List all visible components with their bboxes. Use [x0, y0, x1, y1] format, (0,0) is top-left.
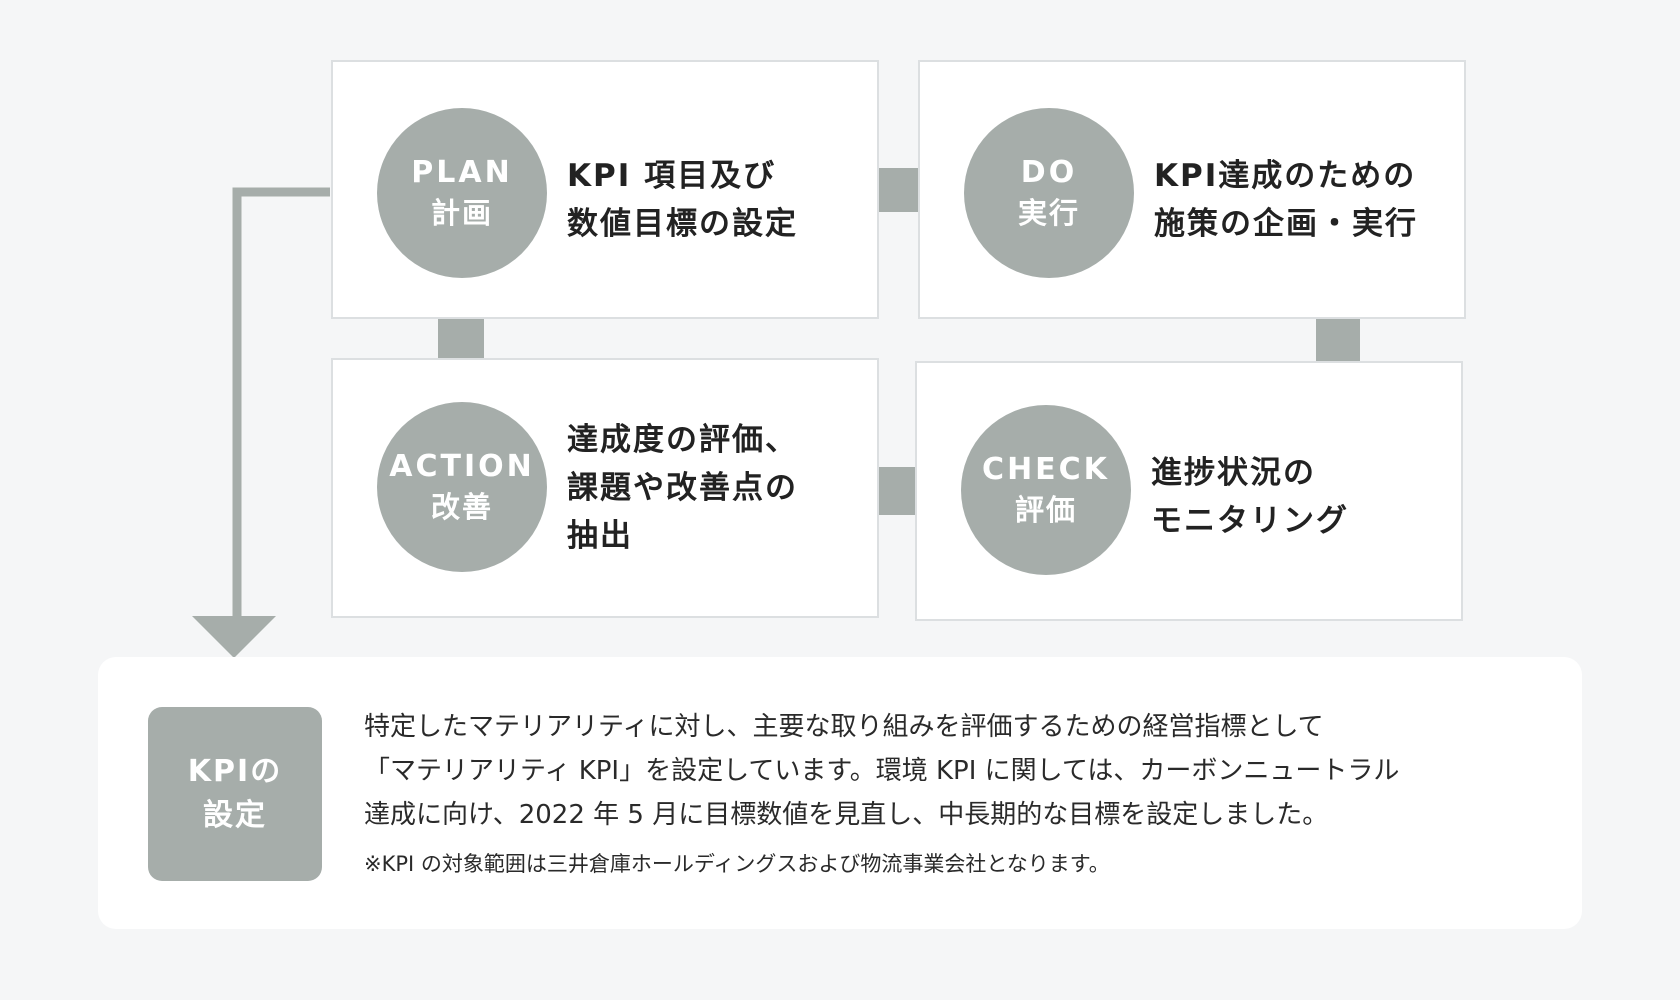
action-circle: ACTION 改善 [377, 402, 547, 572]
check-label-ja: 評価 [1014, 493, 1077, 527]
kpi-description-line: 「マテリアリティ KPI」を設定しています。環境 KPI に関しては、カーボンニ… [364, 756, 1400, 786]
action-description-line: 課題や改善点の [567, 470, 798, 506]
action-label-ja: 改善 [430, 490, 493, 524]
do-card: DO 実行 KPI達成のための 施策の企画・実行 [918, 60, 1466, 319]
plan-circle: PLAN 計画 [377, 108, 547, 278]
do-circle: DO 実行 [964, 108, 1134, 278]
check-description: 進捗状況の モニタリング [1151, 449, 1447, 545]
do-label-ja: 実行 [1017, 196, 1080, 230]
kpi-description-line: 特定したマテリアリティに対し、主要な取り組みを評価するための経営指標として [364, 712, 1324, 742]
do-description-line: 施策の企画・実行 [1154, 206, 1418, 242]
action-card: ACTION 改善 達成度の評価、 課題や改善点の 抽出 [331, 358, 879, 618]
action-description: 達成度の評価、 課題や改善点の 抽出 [567, 416, 863, 560]
check-card: CHECK 評価 進捗状況の モニタリング [915, 361, 1463, 621]
do-description: KPI達成のための 施策の企画・実行 [1154, 152, 1450, 248]
plan-card: PLAN 計画 KPI 項目及び 数値目標の設定 [331, 60, 879, 319]
kpi-badge-line: 設定 [203, 798, 267, 833]
action-description-line: 達成度の評価、 [567, 422, 798, 458]
kpi-info-panel: KPIの 設定 特定したマテリアリティに対し、主要な取り組みを評価するための経営… [98, 657, 1582, 929]
do-label-en: DO [1020, 155, 1078, 190]
connector-plan-to-kpi [232, 187, 330, 618]
plan-description-line: 数値目標の設定 [567, 206, 798, 242]
arrow-to-kpi [192, 616, 276, 658]
plan-label-ja: 計画 [430, 196, 493, 230]
kpi-description: 特定したマテリアリティに対し、主要な取り組みを評価するための経営指標として 「マ… [364, 705, 1564, 837]
plan-label-en: PLAN [411, 155, 513, 190]
check-label-en: CHECK [982, 452, 1110, 487]
check-description-line: 進捗状況の [1151, 455, 1316, 491]
check-description-line: モニタリング [1151, 503, 1349, 539]
kpi-badge-line: KPIの [187, 754, 283, 789]
kpi-setting-badge: KPIの 設定 [148, 707, 322, 881]
kpi-scope-note: ※KPI の対象範囲は三井倉庫ホールディングスおよび物流事業会社となります。 [364, 852, 1110, 876]
check-circle: CHECK 評価 [961, 405, 1131, 575]
kpi-description-line: 達成に向け、2022 年 5 月に目標数値を見直し、中長期的な目標を設定しました… [364, 800, 1329, 830]
action-label-en: ACTION [389, 449, 535, 484]
plan-description: KPI 項目及び 数値目標の設定 [567, 152, 863, 248]
do-description-line: KPI達成のための [1154, 158, 1417, 194]
action-description-line: 抽出 [567, 518, 633, 554]
plan-description-line: KPI 項目及び [567, 158, 777, 194]
